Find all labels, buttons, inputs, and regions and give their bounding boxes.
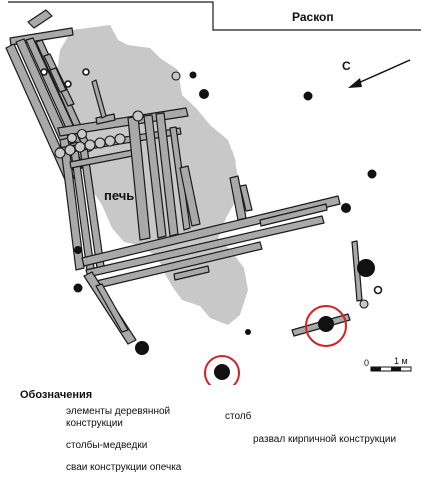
- bear-post: [367, 169, 377, 179]
- wood-log: [27, 9, 53, 29]
- legend-oven-piles-label: сваи конструкции опечка: [66, 462, 182, 473]
- excavation-plan: Раскоп: [5, 1, 421, 385]
- oven-pile: [132, 110, 144, 122]
- highlight-ring: [305, 305, 347, 347]
- oven-pile: [359, 299, 369, 309]
- bear-posts: [73, 71, 377, 380]
- bear-post: [245, 329, 251, 335]
- post: [82, 68, 90, 76]
- oven-pile: [114, 133, 126, 145]
- excavation-label: Раскоп: [292, 10, 334, 24]
- bear-post: [357, 259, 375, 277]
- legend-bear-posts-label: столбы-медведки: [66, 440, 148, 451]
- oven-pile: [104, 135, 116, 147]
- oven-pile: [54, 147, 66, 159]
- post: [40, 68, 48, 76]
- oven-pile: [94, 137, 106, 149]
- bear-post: [341, 203, 351, 213]
- wood-log: [173, 265, 210, 281]
- bear-post: [189, 71, 197, 79]
- bear-post: [74, 246, 82, 254]
- wood-log: [95, 113, 116, 125]
- oven-label: печь: [104, 188, 134, 203]
- scale-bar: 0 1 м: [364, 356, 412, 372]
- wood-log: [239, 184, 253, 212]
- wood-log: [229, 175, 247, 221]
- bear-post: [73, 283, 83, 293]
- scale-zero-label: 0: [364, 358, 369, 368]
- oven-pile: [76, 128, 88, 140]
- bear-post: [318, 316, 334, 332]
- bear-post: [214, 364, 230, 380]
- excavation-boundary: [8, 1, 421, 31]
- bear-post: [303, 91, 313, 101]
- post: [64, 80, 72, 88]
- oven-pile: [74, 141, 86, 153]
- wood-log: [95, 283, 129, 333]
- oven-pile: [171, 71, 181, 81]
- oven-pile: [66, 132, 78, 144]
- oven-pile: [84, 139, 96, 151]
- wood-log: [179, 165, 201, 227]
- posts: [40, 68, 383, 295]
- oven-pile: [64, 144, 76, 156]
- wooden-structure: [5, 9, 363, 345]
- oven-piles: [54, 71, 369, 309]
- highlight-ring: [204, 355, 240, 385]
- wood-log: [259, 203, 328, 227]
- wood-log: [143, 114, 167, 239]
- bear-post: [199, 89, 209, 99]
- wood-log: [155, 112, 179, 237]
- post: [373, 285, 383, 295]
- wood-log: [81, 195, 341, 267]
- wood-log: [169, 126, 191, 231]
- brick-ruin-fragment: [222, 148, 236, 166]
- legend-brick-ruin-label: развал кирпичной конструкции: [253, 434, 397, 445]
- wood-log: [49, 67, 67, 93]
- wood-pole: [91, 79, 107, 119]
- bear-post: [135, 341, 149, 355]
- north-label: С: [342, 59, 351, 73]
- legend-title: Обозначения: [20, 389, 93, 401]
- legend-wood-label: элементы деревянной конструкции: [66, 406, 171, 429]
- legend-post-label: столб: [225, 411, 252, 422]
- north-arrow: С: [342, 59, 411, 88]
- wood-log: [59, 137, 85, 271]
- scale-one-label: 1 м: [394, 356, 408, 366]
